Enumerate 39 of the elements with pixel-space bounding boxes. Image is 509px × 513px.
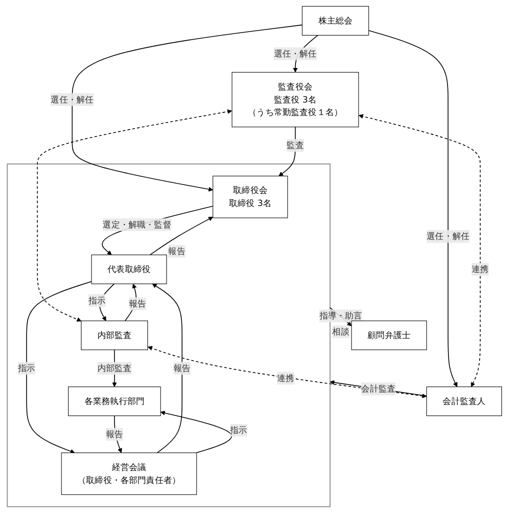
- edge-label: 選任・解任: [274, 48, 317, 59]
- edge-label: 連携: [472, 264, 489, 274]
- edge-label: 指示: [230, 424, 248, 436]
- edge-label: 指示: [18, 362, 36, 374]
- arrow: [102, 206, 214, 256]
- node-box: 株主総会: [302, 6, 369, 36]
- edge-label: 報告: [106, 428, 124, 440]
- arrow: [152, 284, 182, 454]
- arrow: [148, 346, 427, 398]
- arrow: [72, 24, 303, 192]
- edge-label: 会計監査: [361, 384, 396, 394]
- node-box: 内部監査: [80, 320, 148, 350]
- arrow: [99, 283, 115, 322]
- edge-label: 相談: [332, 326, 350, 337]
- edge-label: 内部監査: [97, 362, 132, 374]
- arrow: [358, 114, 481, 388]
- edge-label: 報告: [173, 362, 191, 374]
- node-box: 監査役会 監査役 3名 （うち常勤監査役１名）: [232, 72, 359, 128]
- edge-label: 指導・助言: [319, 310, 362, 321]
- edge-label: 報告: [128, 298, 146, 309]
- node-box: 取締役会 取締役 3名: [212, 176, 288, 218]
- arrow: [26, 281, 92, 454]
- node-box: 会計監査人: [426, 386, 502, 416]
- arrow: [278, 126, 296, 176]
- edge-label: 選任・解任: [50, 94, 94, 104]
- node-box: 代表取締役: [91, 254, 167, 284]
- node-box: 顧問弁護士: [351, 320, 427, 350]
- arrow: [160, 410, 232, 454]
- edge-label: 選定・解職・監督: [102, 219, 172, 230]
- arrow: [330, 380, 428, 396]
- edge-label: 連携: [277, 372, 294, 383]
- edge-label: 指示: [88, 295, 106, 306]
- node-box: 各業務執行部門: [68, 386, 161, 416]
- arrow: [150, 216, 214, 256]
- edge-label: 報告: [168, 246, 186, 256]
- arrow: [368, 30, 458, 388]
- edge-label: 監査: [286, 140, 304, 150]
- edge-label: 選任・解任: [426, 231, 470, 242]
- node-box: 経営会議 （取締役・各部門責任者）: [61, 452, 197, 495]
